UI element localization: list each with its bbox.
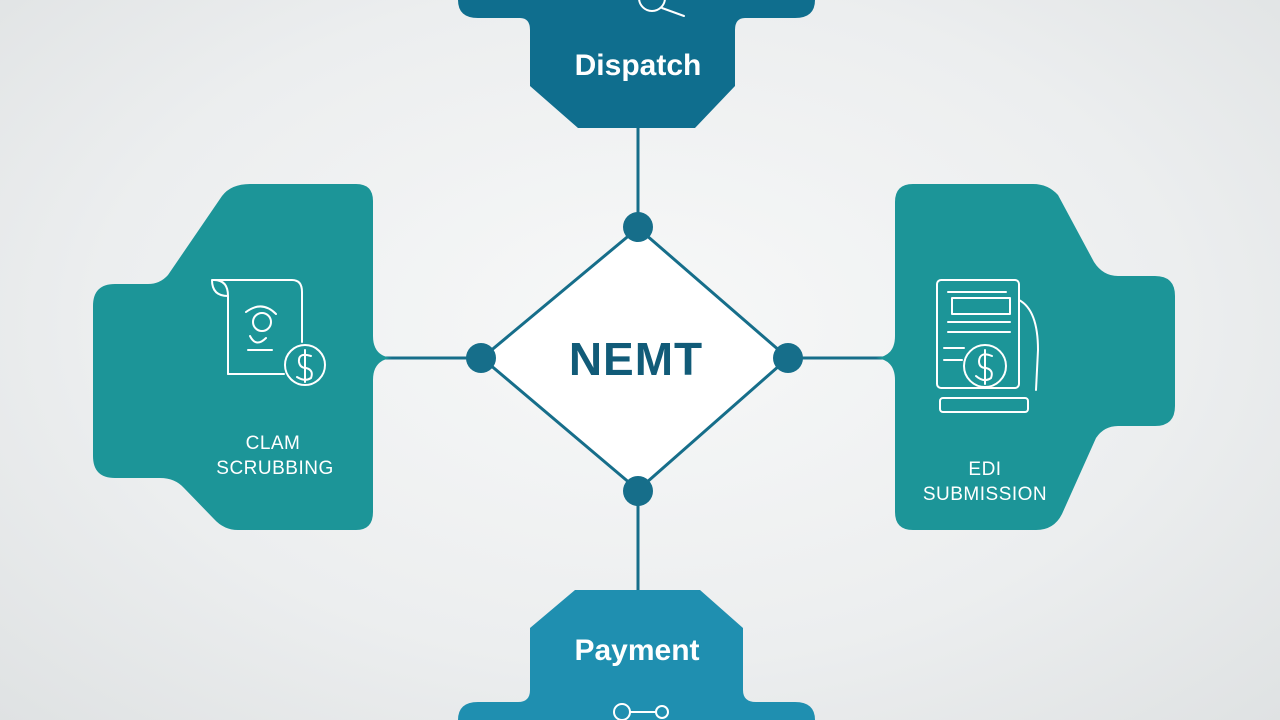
node-claim-shape — [93, 184, 392, 530]
center-label: NEMT — [569, 333, 703, 385]
node-claim-scrubbing: CLAM SCRUBBING — [93, 184, 392, 530]
node-payment: Payment — [458, 590, 815, 720]
magnifier-icon — [638, 0, 685, 17]
document-dollar-icon — [211, 279, 326, 386]
invoice-dollar-icon — [936, 279, 1039, 413]
node-claim-line1: CLAM — [246, 433, 301, 454]
node-dispatch-shape — [458, 0, 815, 128]
node-dispatch-label: Dispatch — [575, 49, 702, 82]
node-payment-shape — [458, 590, 815, 720]
connector-dots — [466, 212, 803, 506]
node-payment-label: Payment — [574, 634, 699, 667]
node-edi-shape — [876, 184, 1175, 530]
key-icon — [613, 703, 669, 720]
node-edi-line1: EDI — [968, 459, 1001, 480]
dot-bottom — [623, 476, 653, 506]
node-claim-line2: SCRUBBING — [216, 458, 333, 479]
dot-left — [466, 343, 496, 373]
dot-top — [623, 212, 653, 242]
node-edi-submission: EDI SUBMISSION — [876, 184, 1175, 530]
node-edi-line2: SUBMISSION — [923, 484, 1047, 505]
node-dispatch: Dispatch — [458, 0, 815, 128]
dot-right — [773, 343, 803, 373]
